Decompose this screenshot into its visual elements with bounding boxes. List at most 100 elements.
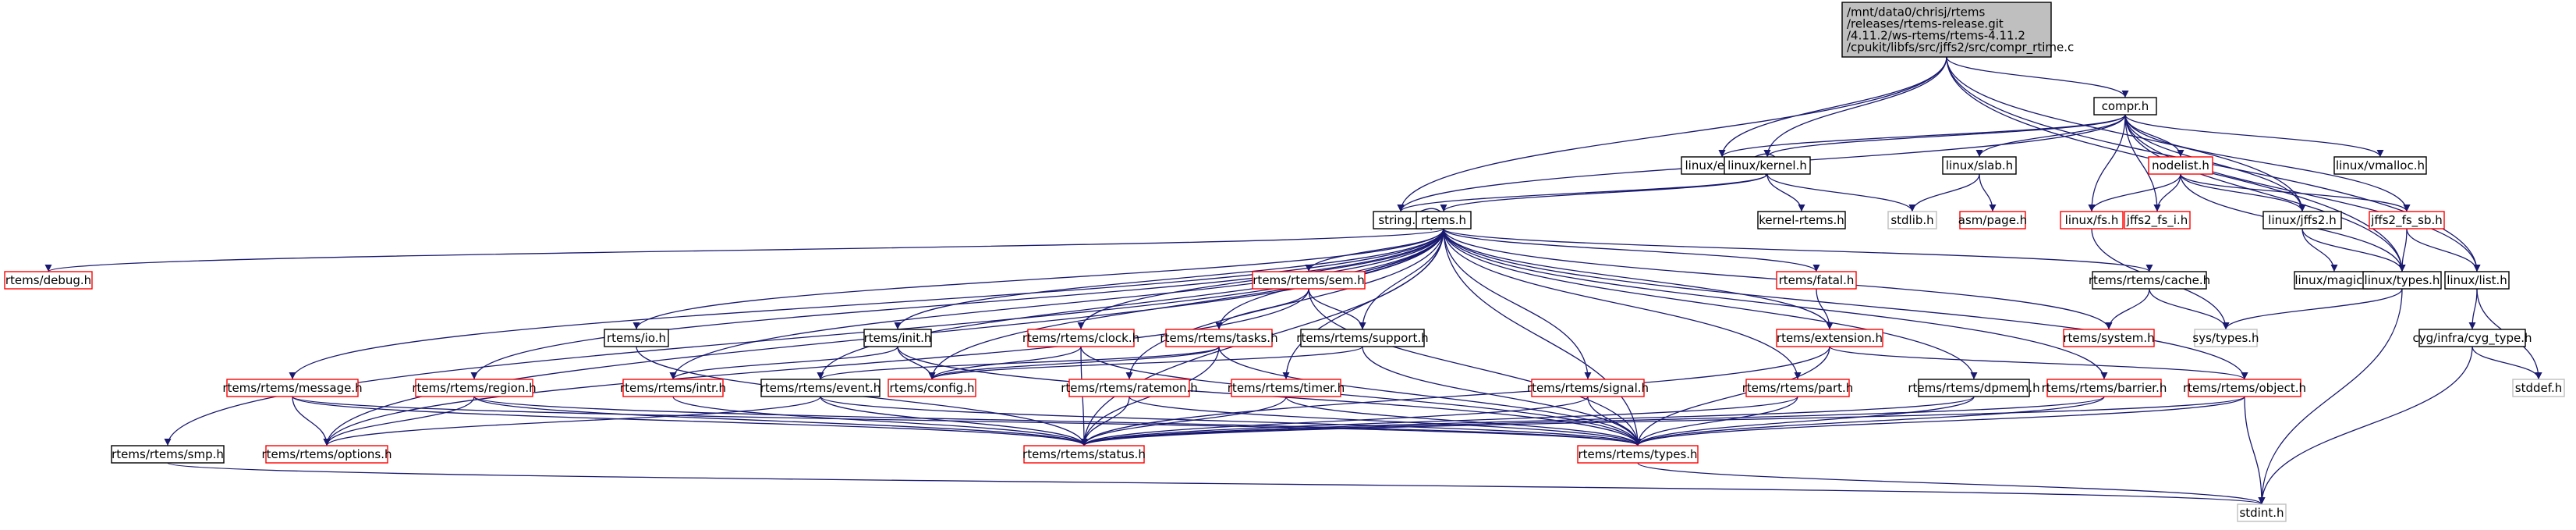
edge-signal-to-status (1080, 396, 1589, 446)
node-label: stdlib.h (1890, 213, 1933, 227)
node-label: rtems/rtems/event.h (760, 381, 881, 395)
node-label: rtems/rtems/message.h (222, 381, 362, 395)
node-label: rtems/rtems/tasks.h (1160, 331, 1277, 345)
node-object[interactable]: rtems/rtems/object.h (2183, 379, 2306, 397)
node-rtypes[interactable]: rtems/rtems/types.h (1577, 445, 1699, 464)
edge-root-to-jffs2 (1946, 56, 2306, 212)
node-support[interactable]: rtems/rtems/support.h (1296, 329, 1429, 347)
edge-rtemsh-to-event (817, 228, 1444, 380)
edge-part-to-status (1080, 396, 1798, 446)
node-dpmem[interactable]: rtems/rtems/dpmem.h (1908, 379, 2040, 397)
edge-extension-to-object (1829, 346, 2248, 380)
edge-jffs2-to-types (2301, 228, 2406, 272)
node-compr[interactable]: compr.h (2093, 97, 2157, 116)
edge-jffs2sb-to-list (2406, 228, 2481, 272)
edge-jffs2-to-magic (2301, 228, 2338, 272)
node-config[interactable]: rtems/config.h (888, 379, 976, 397)
node-types[interactable]: linux/types.h (2362, 271, 2442, 290)
node-smp[interactable]: rtems/rtems/smp.h (111, 445, 225, 464)
node-system[interactable]: rtems/system.h (2063, 329, 2155, 347)
node-box (2418, 329, 2526, 347)
node-box (1577, 445, 1699, 464)
node-list[interactable]: linux/list.h (2444, 271, 2510, 290)
node-timer[interactable]: rtems/rtems/timer.h (1228, 379, 1345, 397)
node-label: /4.11.2/ws-rtems/rtems-4.11.2 (1847, 29, 2025, 43)
node-clock[interactable]: rtems/rtems/clock.h (1022, 329, 1139, 347)
node-box (1918, 379, 2030, 397)
edge-barrier-to-status (1080, 396, 2105, 446)
node-box (2362, 271, 2442, 290)
node-kernelrtems[interactable]: kernel-rtems.h (1757, 211, 1846, 229)
node-box (2237, 503, 2287, 522)
node-box (2124, 211, 2191, 229)
edge-object-to-stdint (2244, 396, 2266, 505)
node-cygtype[interactable]: cyg/infra/cyg_type.h (2413, 329, 2532, 347)
node-label: stddef.h (2515, 381, 2562, 395)
node-label: rtems/rtems/ratemon.h (1061, 381, 1198, 395)
node-jffs2fsi[interactable]: jffs2_fs_i.h (2124, 211, 2191, 229)
node-label: linux/list.h (2447, 273, 2507, 287)
node-box (888, 379, 976, 397)
node-root[interactable]: /mnt/data0/chrisj/rtems/releases/rtems-r… (1841, 2, 2074, 58)
node-string[interactable]: string.h (1373, 211, 1429, 229)
node-label: rtems/rtems/region.h (412, 381, 536, 395)
node-vmalloc[interactable]: linux/vmalloc.h (2333, 156, 2427, 175)
edge-compr-to-kernel (1763, 114, 2126, 158)
edge-compr-to-fs (2088, 114, 2126, 212)
node-stdint[interactable]: stdint.h (2237, 503, 2287, 522)
node-tasks[interactable]: rtems/rtems/tasks.h (1160, 329, 1278, 347)
edge-kernel-to-rtemsh (1440, 173, 1768, 212)
node-asmpage[interactable]: asm/page.h (1958, 211, 2027, 229)
node-label: sys/types.h (2192, 331, 2259, 345)
node-label: rtems/rtems/support.h (1296, 331, 1428, 345)
node-status[interactable]: rtems/rtems/status.h (1022, 445, 1146, 464)
node-stddef[interactable]: stddef.h (2512, 379, 2565, 397)
node-box (4, 271, 93, 290)
node-box (2188, 379, 2301, 397)
edge-types-to-systypes (2222, 288, 2403, 330)
node-debug[interactable]: rtems/debug.h (4, 271, 93, 290)
node-init[interactable]: rtems/init.h (863, 329, 932, 347)
edge-rtemsh-to-dpmem (1443, 228, 1978, 380)
node-label: rtems/rtems/smp.h (112, 447, 224, 461)
node-label: linux/jffs2.h (2268, 213, 2336, 227)
node-systypes[interactable]: sys/types.h (2192, 329, 2259, 347)
edge-rtemsh-to-io (632, 228, 1444, 330)
node-message[interactable]: rtems/rtems/message.h (222, 379, 363, 397)
node-event[interactable]: rtems/rtems/event.h (760, 379, 881, 397)
node-part[interactable]: rtems/rtems/part.h (1742, 379, 1854, 397)
node-jffs2sb[interactable]: jffs2_fs_sb.h (2369, 211, 2445, 229)
node-extension[interactable]: rtems/extension.h (1776, 329, 1883, 347)
node-box (2333, 156, 2427, 175)
node-slab[interactable]: linux/slab.h (1942, 156, 2017, 175)
node-ratemon[interactable]: rtems/rtems/ratemon.h (1061, 379, 1198, 397)
node-kernel[interactable]: linux/kernel.h (1724, 156, 1811, 175)
edge-dpmem-to-status (1080, 396, 1975, 446)
node-box (1776, 329, 1883, 347)
node-label: linux/vmalloc.h (2336, 158, 2425, 173)
edge-init-to-config (897, 346, 936, 380)
node-nodelist[interactable]: nodelist.h (2148, 156, 2213, 175)
node-stdlib[interactable]: stdlib.h (1887, 211, 1937, 229)
node-box (226, 379, 359, 397)
node-intr[interactable]: rtems/rtems/intr.h (620, 379, 726, 397)
edge-nodelist-to-fs (2088, 173, 2181, 212)
node-fs[interactable]: linux/fs.h (2060, 211, 2124, 229)
edge-compr-to-slab (1975, 114, 2126, 158)
node-rtemsh[interactable]: rtems.h (1416, 211, 1472, 229)
node-signal[interactable]: rtems/rtems/signal.h (1527, 379, 1649, 397)
edge-kernel-to-string (1397, 173, 1768, 212)
node-options[interactable]: rtems/rtems/options.h (261, 445, 392, 464)
node-fatal[interactable]: rtems/fatal.h (1776, 271, 1857, 290)
node-region[interactable]: rtems/rtems/region.h (412, 379, 537, 397)
node-sem[interactable]: rtems/rtems/sem.h (1252, 271, 1366, 290)
node-box (2512, 379, 2565, 397)
node-jffs2[interactable]: linux/jffs2.h (2262, 211, 2342, 229)
node-cache[interactable]: rtems/rtems/cache.h (2089, 271, 2210, 290)
edge-cygtype-to-stdint (2258, 346, 2473, 505)
node-label: rtems/io.h (607, 331, 666, 345)
node-barrier[interactable]: rtems/rtems/barrier.h (2042, 379, 2167, 397)
node-magic[interactable]: linux/magic.h (2294, 271, 2375, 290)
node-io[interactable]: rtems/io.h (604, 329, 669, 347)
